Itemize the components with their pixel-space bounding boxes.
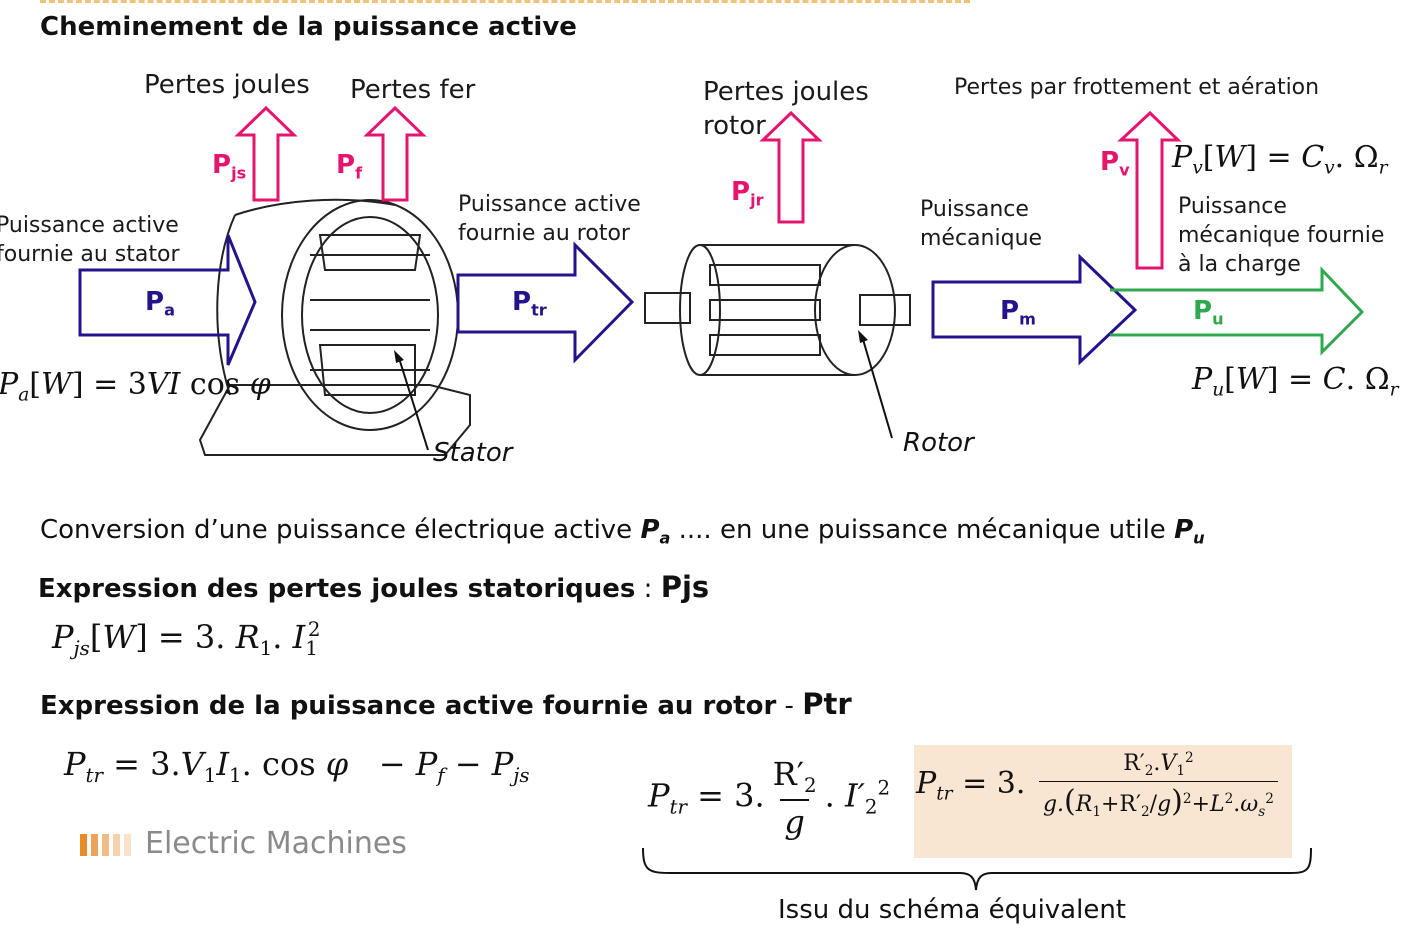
pa-flow-arrow [78, 234, 257, 366]
label-pertes-joules-rotor-line2: rotor [703, 111, 766, 141]
stator-illustration [198, 198, 471, 456]
pjr-symbol: Pjr [731, 177, 764, 210]
label-pertes-joules: Pertes joules [144, 70, 310, 100]
pjr-loss-arrow [759, 110, 823, 224]
conversion-sentence: Conversion d’une puissance électrique ac… [40, 515, 1205, 548]
ptr-heading: Expression de la puissance active fourni… [40, 687, 852, 721]
pf-loss-arrow [363, 105, 427, 202]
label-pertes-fer: Pertes fer [350, 75, 476, 105]
page-title: Cheminement de la puissance active [40, 12, 577, 42]
pu-symbol: Pu [1193, 296, 1224, 329]
stator-pointer [397, 354, 429, 451]
footer-brand: Electric Machines [80, 826, 407, 861]
formula-pjs: Pjs[W] = 3. R1. I12 [52, 618, 321, 660]
formula-pv: Pv[W] = Cv. Ωr [1172, 140, 1388, 179]
pm-flow-arrow [931, 253, 1138, 366]
formula-pu: Pu[W] = C. Ωr [1192, 362, 1399, 401]
brace-caption: Issu du schéma équivalent [778, 895, 1127, 925]
pjs-heading: Expression des pertes joules statoriques… [38, 570, 710, 604]
label-p-charge: Puissance mécanique fournie à la charge [1178, 192, 1384, 279]
label-p-active-rotor-line1: Puissance active [458, 192, 641, 217]
formula-ptr-1: Ptr = 3.V1I1. cos φ − Pf − Pjs [64, 745, 530, 787]
brand-bar-1 [80, 833, 87, 856]
pu-useful-arrow [1110, 266, 1365, 356]
curly-brace [642, 847, 1312, 891]
formula-ptr-3-box [914, 745, 1292, 858]
label-p-active-stator-line1: Puissance active [0, 213, 179, 238]
pf-symbol: Pf [336, 150, 363, 183]
brand-bar-2 [91, 833, 98, 856]
label-p-meca: Puissance mécanique [920, 195, 1042, 253]
brand-bar-4 [113, 833, 120, 856]
label-p-charge-line3: à la charge [1178, 252, 1301, 277]
label-pertes-joules-rotor: Pertes joules rotor [703, 75, 869, 143]
label-p-active-stator-line2: fournie au stator [0, 242, 180, 267]
rotor-pointer [861, 335, 893, 439]
label-p-active-stator: Puissance active fournie au stator [0, 211, 180, 269]
label-rotor: Rotor [903, 428, 974, 458]
top-accent-line [40, 0, 970, 3]
ptr-flow-arrow [456, 241, 635, 364]
brand-text: Electric Machines [145, 826, 407, 861]
label-p-charge-line2: mécanique fournie [1178, 223, 1385, 248]
label-pertes-frottement: Pertes par frottement et aération [954, 75, 1320, 100]
label-p-charge-line1: Puissance [1178, 194, 1287, 219]
label-p-active-rotor: Puissance active fournie au rotor [458, 190, 641, 248]
formula-pa: Pa[W] = 3VI cos φ [0, 367, 271, 406]
brand-bar-3 [102, 833, 109, 856]
pv-symbol: Pv [1100, 147, 1130, 180]
pa-symbol: Pa [145, 287, 175, 320]
label-p-active-rotor-line2: fournie au rotor [458, 221, 630, 246]
brand-bars-icon [80, 826, 135, 861]
pjs-loss-arrow [234, 105, 298, 202]
label-stator: Stator [433, 438, 513, 468]
rotor-illustration [644, 244, 911, 376]
brand-bar-5 [124, 833, 131, 856]
power-flow-diagram [78, 105, 1365, 456]
label-p-meca-line2: mécanique [920, 226, 1043, 251]
pv-loss-arrow [1117, 110, 1182, 270]
label-pertes-joules-rotor-line1: Pertes joules [703, 77, 869, 107]
label-p-meca-line1: Puissance [920, 197, 1029, 222]
ptr-symbol: Ptr [512, 287, 547, 320]
pm-symbol: Pm [1000, 296, 1036, 329]
pjs-symbol: Pjs [212, 150, 247, 183]
